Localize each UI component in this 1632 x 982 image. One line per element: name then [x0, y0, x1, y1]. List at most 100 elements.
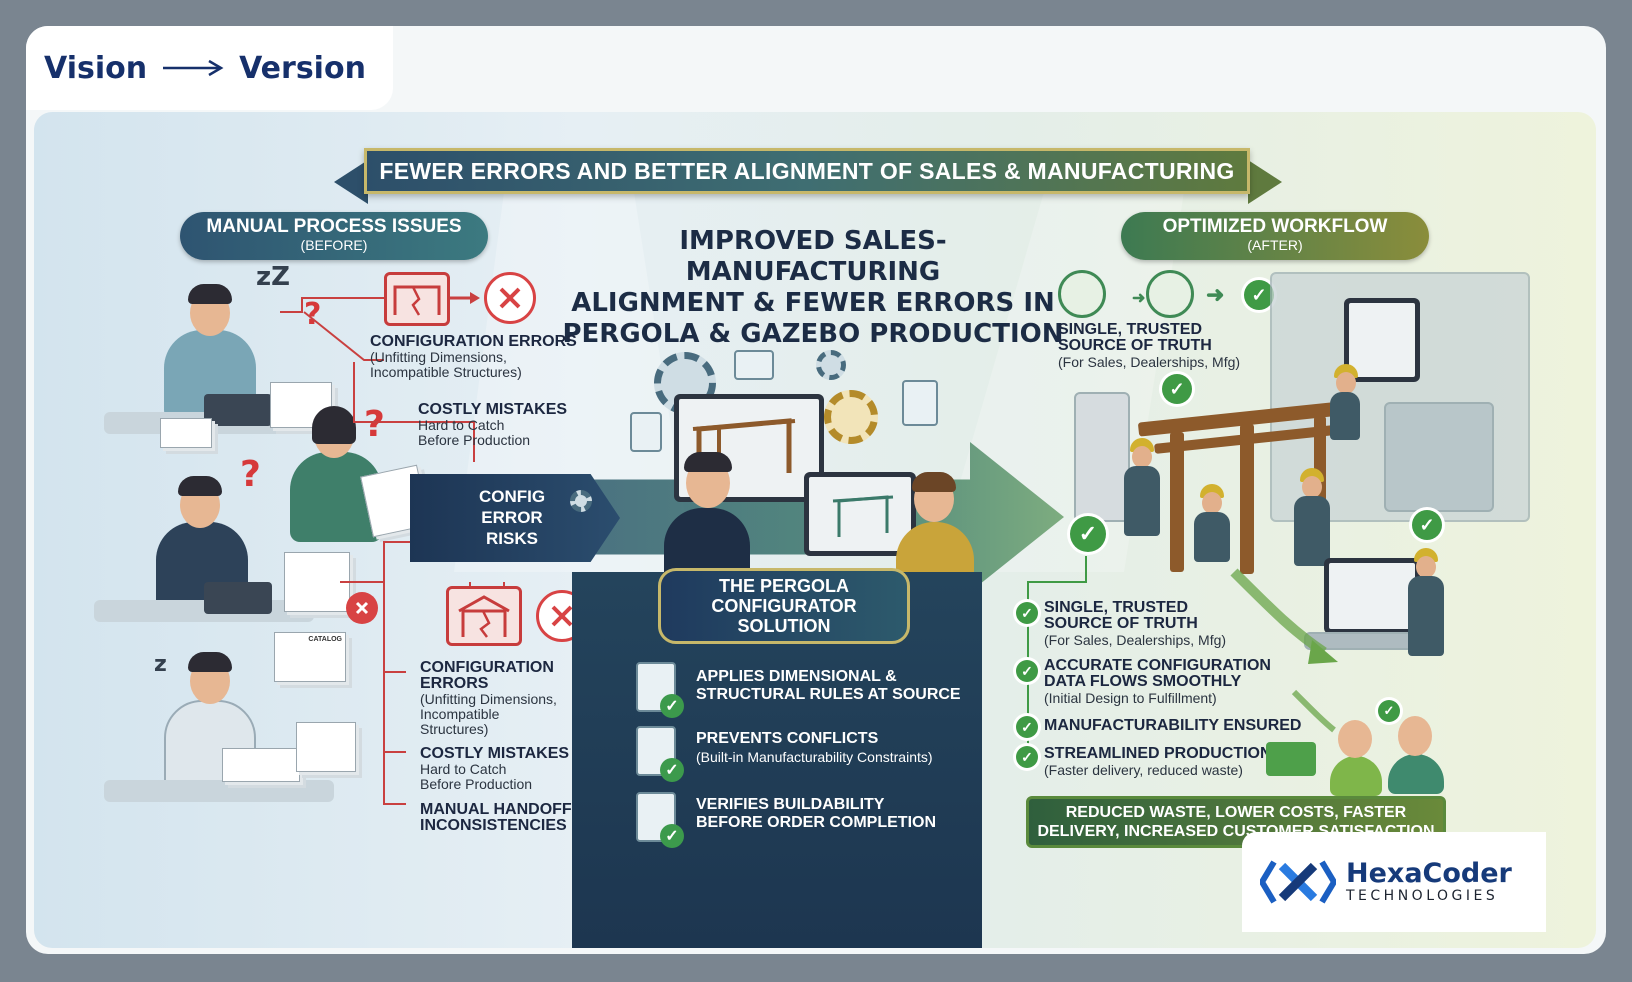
- workflow-title: ACCURATE CONFIGURATION: [1044, 657, 1271, 674]
- worker-head: [1132, 446, 1152, 468]
- feature-prevents-conflicts: PREVENTS CONFLICTS (Built-in Manufactura…: [696, 730, 933, 766]
- delivery-truck-icon: [1266, 742, 1316, 776]
- issue-detail: Before Production: [418, 432, 531, 448]
- solution-title-line: CONFIGURATOR: [711, 596, 857, 616]
- feature-dimensional-rules: APPLIES DIMENSIONAL & STRUCTURAL RULES A…: [696, 668, 961, 704]
- hexacoder-mark-icon: [1260, 860, 1336, 904]
- issue-costly-mistakes: COSTLY MISTAKES Hard to Catch Before Pro…: [418, 402, 567, 448]
- before-title: MANUAL PROCESS ISSUES: [206, 216, 462, 237]
- catalog-label: CATALOG: [308, 636, 342, 643]
- feature-title: PREVENTS CONFLICTS: [696, 730, 879, 747]
- monitor-screen: [1329, 563, 1415, 629]
- issue-detail: Hard to Catch: [420, 761, 507, 777]
- feature-title: VERIFIES BUILDABILITY: [696, 796, 885, 813]
- worker-body: [1330, 392, 1360, 440]
- main-title: IMPROVED SALES-MANUFACTURING ALIGNMENT &…: [558, 226, 1068, 350]
- worker-body: [1194, 512, 1230, 562]
- config-error-risks: CONFIG ERROR RISKS: [454, 486, 570, 549]
- gear-icon: [824, 390, 878, 444]
- calculator-icon: [204, 394, 272, 426]
- workstation-monitor: [1324, 558, 1420, 634]
- workflow-title: STREAMLINED PRODUCTION: [1044, 745, 1272, 762]
- risk-arrow: [410, 474, 620, 562]
- after-subtitle: (AFTER): [1247, 237, 1303, 253]
- risk-line: CONFIG: [478, 487, 546, 506]
- infographic-card: Vision Version FEWER ERRORS AND BETTER A…: [26, 26, 1606, 954]
- catalog-stack: CATALOG: [274, 632, 346, 682]
- error-x-icon: [484, 272, 536, 324]
- issue-manual-handoff: MANUAL HANDOFF INCONSISTENCIES: [420, 802, 572, 834]
- gear-icon: [570, 490, 592, 512]
- worker-head: [1338, 720, 1372, 758]
- worker-body: [1294, 496, 1330, 566]
- main-title-line: IMPROVED SALES-MANUFACTURING: [679, 226, 947, 287]
- blueprint-sheet: [284, 552, 350, 612]
- check-icon: ✓: [1016, 660, 1038, 682]
- desk: [104, 780, 334, 802]
- result-line: REDUCED WASTE, LOWER COSTS, FASTER: [1065, 804, 1407, 821]
- issue-detail: Hard to Catch: [418, 417, 505, 433]
- after-item-accurate-data: ACCURATE CONFIGURATION DATA FLOWS SMOOTH…: [1044, 657, 1271, 707]
- design-monitor: [804, 472, 916, 556]
- worker-hair: [188, 284, 232, 304]
- worker-body: [1124, 466, 1160, 536]
- workflow-detail: (Faster delivery, reduced waste): [1044, 762, 1243, 778]
- feature-title: APPLIES DIMENSIONAL &: [696, 668, 897, 685]
- feature-title: BEFORE ORDER COMPLETION: [696, 814, 937, 831]
- workflow-title: DATA FLOWS SMOOTHLY: [1044, 673, 1242, 690]
- feature-detail: (Built-in Manufacturability Constraints): [696, 749, 933, 765]
- issue-title: ERRORS: [420, 675, 489, 692]
- worker-body: [1408, 576, 1444, 656]
- main-title-line: PERGOLA & GAZEBO PRODUCTION: [562, 319, 1064, 349]
- tagline-version: Version: [239, 50, 366, 86]
- workflow-title: SINGLE, TRUSTED: [1058, 321, 1203, 338]
- issue-detail: Incompatible: [420, 706, 500, 722]
- worker-hair: [312, 406, 356, 444]
- worker-hair: [178, 476, 222, 496]
- check-icon: ✓: [1016, 602, 1038, 624]
- issue-costly-mistakes-2: COSTLY MISTAKES Hard to Catch Before Pro…: [420, 746, 569, 792]
- before-label: MANUAL PROCESS ISSUES (BEFORE): [180, 212, 488, 260]
- workflow-detail: (For Sales, Dealerships, Mfg): [1044, 632, 1227, 648]
- worker-head: [1302, 476, 1322, 498]
- question-mark-icon: ?: [240, 454, 261, 495]
- workflow-detail: (For Sales, Dealerships, Mfg): [1058, 354, 1241, 370]
- worker-hair: [684, 452, 732, 472]
- workflow-title: SINGLE, TRUSTED: [1044, 599, 1189, 616]
- check-icon: ✓: [1244, 280, 1274, 310]
- check-icon: ✓: [1016, 746, 1038, 768]
- headline-banner: FEWER ERRORS AND BETTER ALIGNMENT OF SAL…: [364, 148, 1250, 194]
- checklist-icon: ✓: [636, 662, 684, 718]
- checklist-icon: [902, 380, 938, 426]
- paper-sheet: [160, 418, 212, 448]
- issue-title: COSTLY MISTAKES: [420, 745, 570, 762]
- feature-title: STRUCTURAL RULES AT SOURCE: [696, 686, 961, 703]
- worker-head: [1416, 556, 1436, 578]
- issue-title: CONFIGURATION ERRORS: [370, 333, 577, 350]
- issue-configuration-errors-2: CONFIGURATION ERRORS (Unfitting Dimensio…: [420, 660, 557, 737]
- banner-tail-left: [334, 160, 368, 204]
- issue-detail: (Unfitting Dimensions,: [370, 349, 507, 365]
- scanner-machine: [1384, 402, 1494, 512]
- after-item-streamlined: STREAMLINED PRODUCTION (Faster delivery,…: [1044, 745, 1272, 779]
- question-mark-icon: ?: [364, 404, 385, 445]
- check-icon: ✓: [1070, 516, 1106, 552]
- banner-tail-right: [1248, 160, 1282, 204]
- issue-detail: Incompatible Structures): [370, 364, 522, 380]
- pergola-drawing-icon: [832, 495, 894, 537]
- delivery-truck-icon: [1146, 270, 1194, 318]
- main-title-line: ALIGNMENT & FEWER ERRORS IN: [571, 288, 1055, 318]
- monitor-screen: [1349, 303, 1415, 377]
- after-item-source-of-truth: SINGLE, TRUSTED SOURCE OF TRUTH (For Sal…: [1044, 599, 1227, 649]
- before-subtitle: (BEFORE): [300, 237, 368, 253]
- hexacoder-logo[interactable]: HexaCoder TECHNOLOGIES: [1242, 832, 1546, 932]
- feature-verifies-buildability: VERIFIES BUILDABILITY BEFORE ORDER COMPL…: [696, 796, 936, 832]
- logo-text: HexaCoder TECHNOLOGIES: [1346, 860, 1512, 905]
- arrow-right-icon: [163, 59, 224, 77]
- issue-detail: Structures): [420, 721, 489, 737]
- error-x-icon: [346, 592, 378, 624]
- checklist-icon: ✓: [636, 792, 684, 848]
- open-book: [222, 748, 300, 782]
- risk-line: RISKS: [486, 529, 538, 548]
- worker-head: [1202, 492, 1222, 514]
